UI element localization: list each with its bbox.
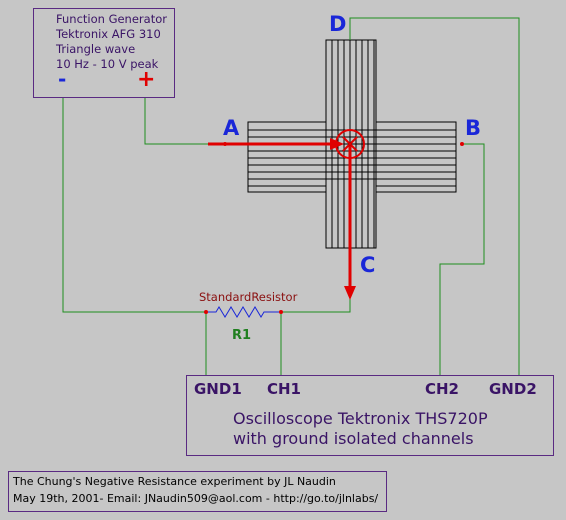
wire-generator-plus-to-a — [144, 98, 225, 145]
node-label-c: C — [360, 253, 376, 277]
generator-line-4: 10 Hz - 10 V peak — [56, 57, 159, 71]
oscilloscope-title-line-2: with ground isolated channels — [233, 429, 474, 448]
generator-line-1: Function Generator — [56, 12, 167, 26]
osc-port-gnd1: GND1 — [194, 380, 242, 398]
wire-b-to-ch2 — [439, 143, 485, 375]
generator-minus-terminal: - — [58, 67, 67, 91]
function-generator-box: Function Generator Tektronix AFG 310 Tri… — [33, 8, 175, 98]
credits-box: The Chung's Negative Resistance experime… — [8, 471, 387, 512]
generator-plus-terminal: + — [137, 67, 156, 92]
node-label-b: B — [465, 116, 482, 140]
osc-port-gnd2: GND2 — [489, 380, 537, 398]
resistor-r1-symbol — [206, 306, 281, 318]
generator-line-3: Triangle wave — [56, 42, 136, 56]
generator-line-2: Tektronix AFG 310 — [56, 27, 161, 41]
oscilloscope-title-line-1: Oscilloscope Tektronix THS720P — [233, 409, 488, 428]
node-label-d: D — [329, 12, 347, 36]
current-arrow-down — [344, 286, 356, 300]
oscilloscope-box: GND1 CH1 CH2 GND2 Oscilloscope Tektronix… — [186, 375, 554, 456]
osc-port-ch2: CH2 — [425, 380, 459, 398]
osc-port-ch1: CH1 — [267, 380, 301, 398]
strip-junction-marker — [335, 129, 365, 159]
wire-d-to-gnd2 — [349, 17, 520, 375]
resistor-ref-label: R1 — [232, 328, 252, 343]
credits-line-2: May 19th, 2001- Email: JNaudin509@aol.co… — [13, 492, 379, 505]
credits-line-1: The Chung's Negative Resistance experime… — [13, 475, 336, 488]
resistor-name-label: StandardResistor — [199, 290, 298, 304]
wire-generator-minus-to-resistor — [62, 98, 206, 313]
wire-resistor-to-c — [281, 296, 351, 313]
node-label-a: A — [223, 116, 240, 140]
